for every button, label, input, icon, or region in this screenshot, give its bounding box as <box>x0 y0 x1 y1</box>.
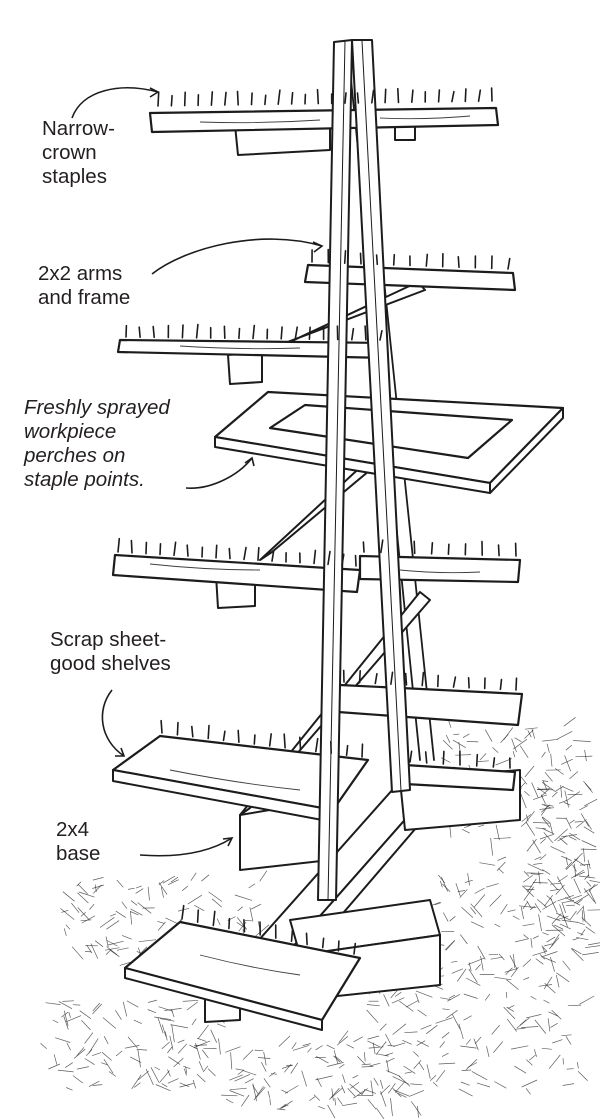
front-frame <box>317 39 411 901</box>
label-freshly-sprayed: Freshly sprayed workpiece perches on sta… <box>24 396 170 491</box>
label-scrap-shelves: Scrap sheet- good shelves <box>50 628 171 675</box>
leader-shelves <box>101 689 125 757</box>
leader-base <box>139 837 233 857</box>
leader-lines <box>71 87 324 857</box>
wood-grain-hatching <box>149 115 481 976</box>
leader-staples <box>71 87 159 119</box>
label-base: 2x4 base <box>56 818 101 865</box>
leader-arms <box>151 238 323 275</box>
label-arms-and-frame: 2x2 arms and frame <box>38 262 131 309</box>
label-narrow-crown-staples: Narrow- crown staples <box>42 117 115 188</box>
staple-points <box>117 87 518 955</box>
leader-workpiece <box>185 457 253 489</box>
